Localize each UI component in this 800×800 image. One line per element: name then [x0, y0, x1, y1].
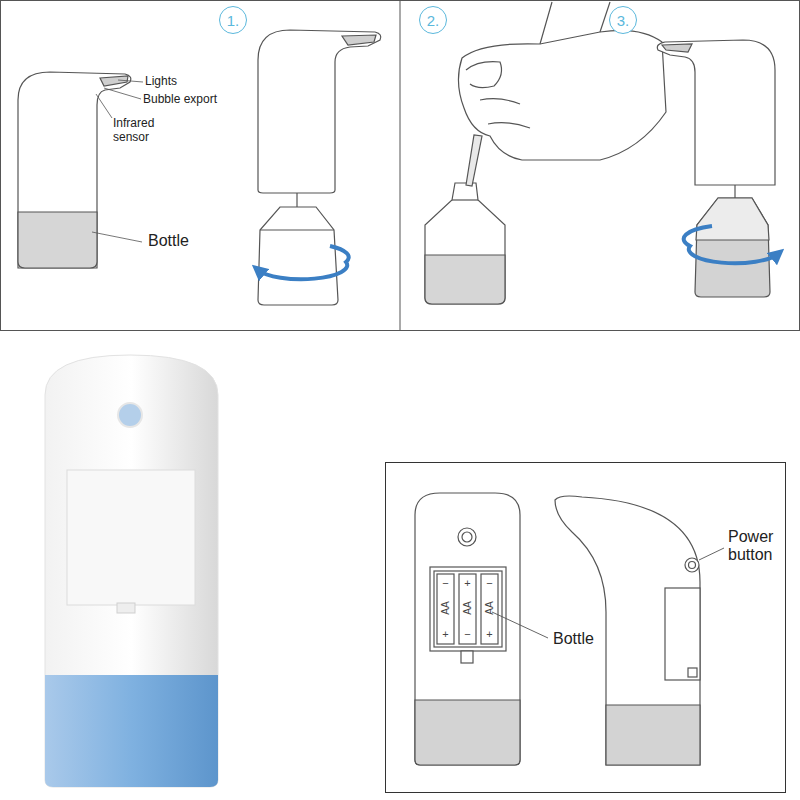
part-name: Power button [728, 528, 794, 565]
polarity-sign: − [464, 628, 470, 641]
polarity-sign: + [464, 577, 470, 590]
step-three-illustration [657, 40, 778, 297]
battery-type: AA [462, 601, 474, 614]
part-name: Bottle [553, 630, 633, 648]
part-name: Lights [145, 75, 215, 89]
part-name: Infrared sensor [113, 117, 165, 145]
step-two-illustration [425, 2, 666, 304]
step-one-illustration [258, 30, 381, 305]
step-number-circle: 3. [609, 6, 637, 34]
part-name: Bubble export [143, 93, 253, 107]
polarity-sign: + [486, 628, 492, 641]
battery-type: AA [484, 601, 496, 614]
polarity-sign: + [442, 628, 448, 641]
part-name: Bottle [148, 232, 228, 250]
polarity-sign: − [486, 577, 492, 590]
step-number: 1. [227, 12, 240, 29]
battery-diagram [415, 493, 724, 765]
dispenser-labelled [18, 72, 143, 268]
dispenser-back-view [45, 355, 218, 787]
battery-type: AA [440, 601, 452, 614]
step-number: 3. [617, 12, 630, 29]
polarity-sign: − [442, 577, 448, 590]
step-number-circle: 1. [219, 6, 247, 34]
step-number-circle: 2. [419, 6, 447, 34]
step-number: 2. [427, 12, 440, 29]
